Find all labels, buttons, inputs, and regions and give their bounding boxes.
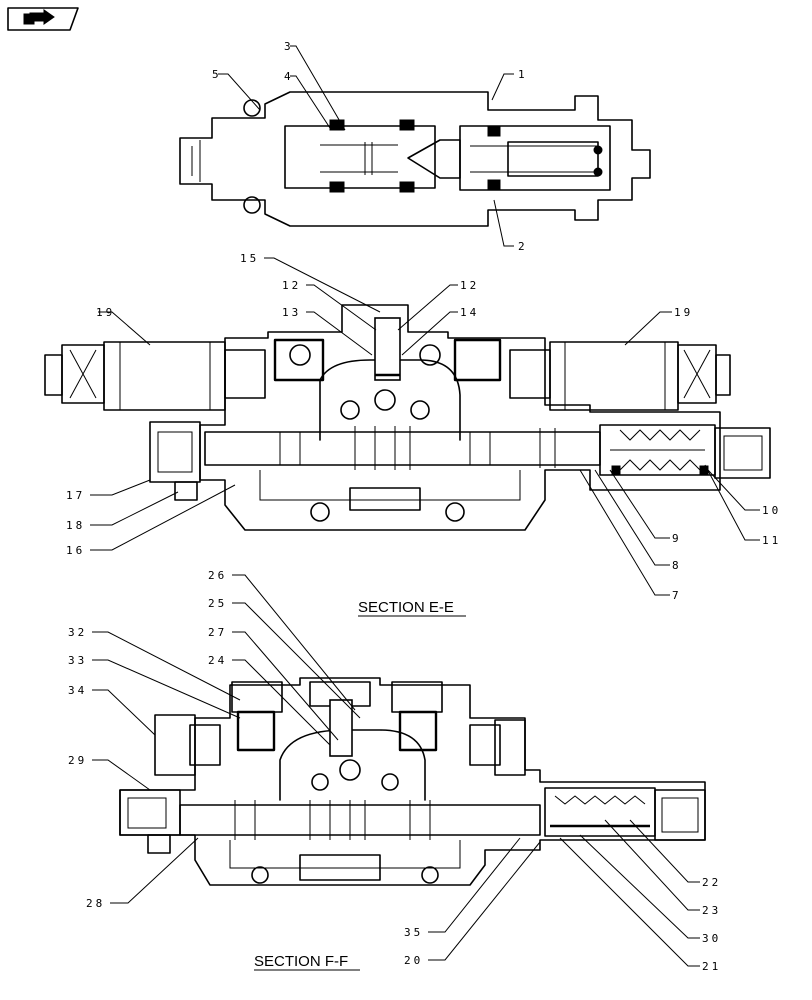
callout-7: 7 [672, 589, 682, 602]
callout-4: 4 [284, 70, 294, 83]
callouts-section-e: 7 8 9 10 11 12 12 13 14 15 16 17 18 19 1… [66, 252, 781, 602]
callout-29: 29 [68, 754, 87, 767]
callout-3: 3 [284, 40, 294, 53]
callout-20: 20 [404, 954, 423, 967]
svg-text:SECTION E-E: SECTION E-E [358, 599, 454, 616]
callout-5: 5 [212, 68, 222, 81]
callout-16: 16 [66, 544, 85, 557]
callout-30: 30 [702, 932, 721, 945]
callout-9: 9 [672, 532, 682, 545]
callouts-top-view: 1 2 3 4 5 [212, 40, 528, 253]
callout-14: 14 [460, 306, 479, 319]
section-e-e-drawing [44, 304, 771, 531]
callout-32: 32 [68, 626, 87, 639]
callout-33: 33 [68, 654, 87, 667]
callout-17: 17 [66, 489, 85, 502]
callout-2: 2 [518, 240, 528, 253]
section-e-e-title: SECTION E-E [358, 599, 466, 617]
callout-10: 10 [762, 504, 781, 517]
callout-22: 22 [702, 876, 721, 889]
callout-12-left: 12 [282, 279, 301, 292]
section-f-f-drawing [119, 677, 706, 886]
callout-12-right: 12 [460, 279, 479, 292]
callout-34: 34 [68, 684, 87, 697]
section-f-f-title: SECTION F-F [254, 953, 360, 971]
svg-text:SECTION F-F: SECTION F-F [254, 953, 348, 970]
callout-19-right: 19 [674, 306, 693, 319]
callout-15: 15 [240, 252, 259, 265]
callout-18: 18 [66, 519, 85, 532]
callout-35: 35 [404, 926, 423, 939]
callout-25: 25 [208, 597, 227, 610]
callout-11: 11 [762, 534, 781, 547]
callout-27: 27 [208, 626, 227, 639]
navigation-arrow-icon[interactable] [7, 7, 79, 31]
callout-21: 21 [702, 960, 721, 973]
callout-23: 23 [702, 904, 721, 917]
callout-19-left: 19 [96, 306, 115, 319]
callout-1: 1 [518, 68, 528, 81]
callout-24: 24 [208, 654, 227, 667]
callout-28: 28 [86, 897, 105, 910]
callout-13: 13 [282, 306, 301, 319]
top-valve-drawing [179, 91, 651, 227]
callout-26: 26 [208, 569, 227, 582]
callouts-section-f: 20 21 22 23 24 25 26 27 28 29 30 32 33 3… [68, 569, 721, 973]
leader-lines [90, 45, 760, 967]
callout-8: 8 [672, 559, 682, 572]
